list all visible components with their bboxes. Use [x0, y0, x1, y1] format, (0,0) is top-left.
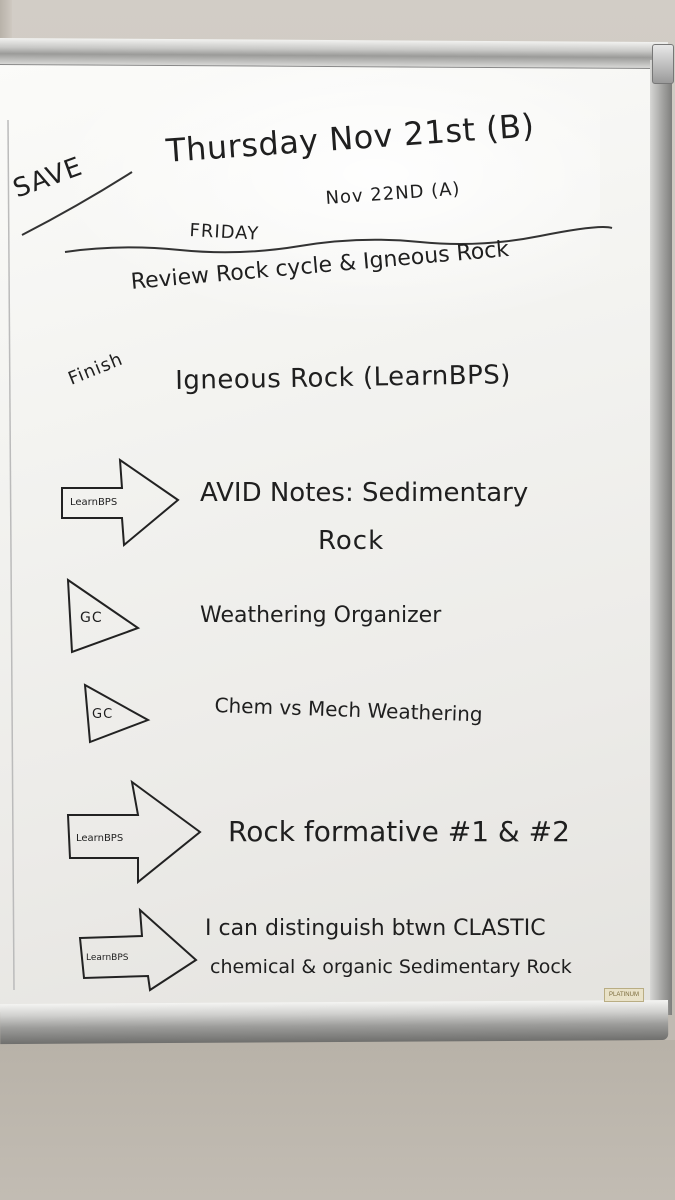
agenda-item-text-cont: Rock — [318, 526, 385, 556]
agenda-item-text-cont: chemical & organic Sedimentary Rock — [210, 956, 572, 978]
light-glare — [40, 70, 600, 330]
whiteboard-top-rail — [0, 38, 668, 70]
whiteboard-right-frame — [650, 60, 672, 1015]
agenda-item-text: I can distinguish btwn CLASTIC — [205, 916, 546, 941]
day2-label: FRIDAY — [189, 220, 260, 245]
arrow-label: LearnBPS — [86, 953, 129, 963]
rail-clip — [652, 44, 674, 84]
arrow-label: LearnBPS — [70, 497, 118, 508]
wall-bottom — [0, 1040, 675, 1200]
marker-tray — [0, 1000, 669, 1045]
agenda-item-text: AVID Notes: Sedimentary — [200, 478, 529, 508]
agenda-item-text: Igneous Rock (LearnBPS) — [174, 360, 512, 396]
agenda-item-text: Weathering Organizer — [200, 603, 442, 628]
arrow-label: LearnBPS — [76, 833, 124, 844]
arrow-label: GC — [92, 707, 114, 722]
agenda-item-text: Rock formative #1 & #2 — [228, 815, 570, 848]
arrow-label: GC — [80, 610, 103, 626]
brand-label: PLATINUM — [604, 988, 644, 1002]
